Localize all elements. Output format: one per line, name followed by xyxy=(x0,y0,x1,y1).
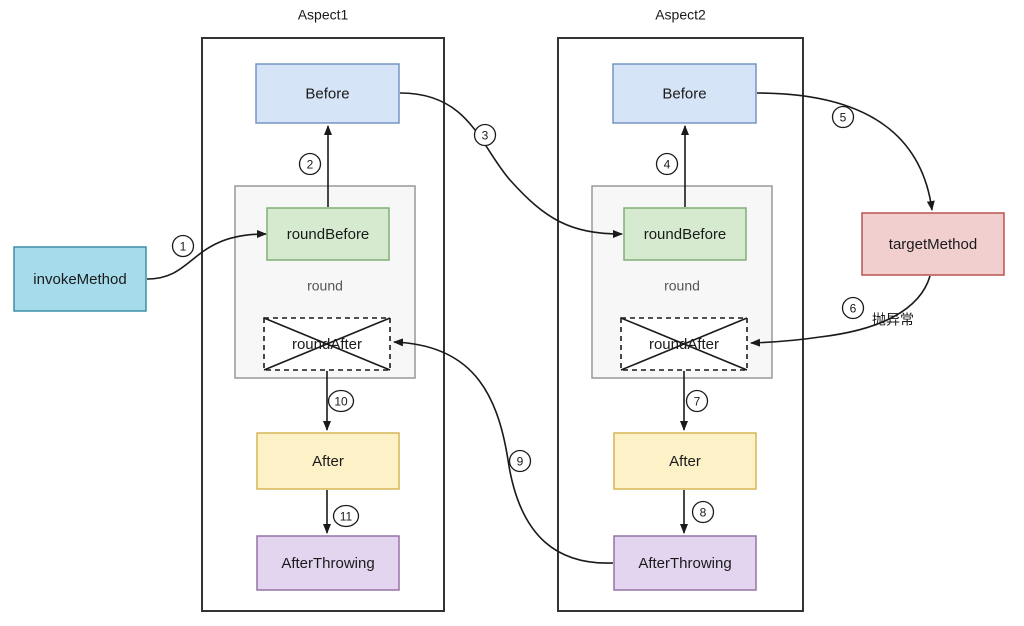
node-box xyxy=(13,246,147,312)
node-label: invokeMethod xyxy=(33,271,126,288)
node-roundAfter1[interactable]: roundAfter xyxy=(263,317,391,371)
step-marker-number: 2 xyxy=(307,158,314,172)
round-group-label: round xyxy=(664,278,700,294)
node-label: roundBefore xyxy=(287,226,370,243)
step-marker-circle xyxy=(691,500,715,524)
step-marker-e3: 3 xyxy=(473,123,497,147)
step-marker-number: 8 xyxy=(700,506,707,520)
step-marker-circle xyxy=(655,152,679,176)
node-box xyxy=(613,432,757,490)
flow-edge-e5 xyxy=(756,92,935,211)
node-box xyxy=(255,63,400,124)
step-marker-circle xyxy=(831,105,855,129)
step-marker-e1: 1 xyxy=(171,234,195,258)
node-box xyxy=(266,207,390,261)
step-marker-number: 7 xyxy=(694,395,701,409)
node-roundBefore2[interactable]: roundBefore xyxy=(623,207,747,261)
node-afterThrow1[interactable]: AfterThrowing xyxy=(256,535,400,591)
aspect-container-border xyxy=(201,37,445,612)
flow-edge-path xyxy=(399,92,623,238)
step-marker-circle xyxy=(473,123,497,147)
step-marker-circle xyxy=(332,504,360,528)
node-roundAfter2[interactable]: roundAfter xyxy=(620,317,748,371)
flow-edge-e1 xyxy=(146,230,267,280)
step-marker-circle xyxy=(508,449,532,473)
step-markers-layer: 1 2 3 4 5 6 7 8 9 10 11 xyxy=(171,105,865,528)
flow-edges-layer: 抛异常 xyxy=(146,92,935,564)
step-marker-e4: 4 xyxy=(655,152,679,176)
step-marker-number: 1 xyxy=(180,240,187,254)
aspect-container-border xyxy=(557,37,804,612)
step-marker-e6: 6 xyxy=(841,296,865,320)
step-marker-e10: 10 xyxy=(327,389,355,413)
node-box xyxy=(861,212,1005,276)
node-label: AfterThrowing xyxy=(638,555,731,572)
flow-edge-e6: 抛异常 xyxy=(750,275,931,347)
step-marker-e8: 8 xyxy=(691,500,715,524)
flow-edge-label: 抛异常 xyxy=(872,312,914,328)
node-box xyxy=(613,535,757,591)
step-marker-number: 11 xyxy=(340,510,353,524)
step-marker-e5: 5 xyxy=(831,105,855,129)
aspect-containers-layer: Aspect1 Aspect2 xyxy=(201,7,804,612)
flow-edge-path xyxy=(750,275,931,347)
aspect-container-title: Aspect1 xyxy=(298,7,349,23)
round-group-label: round xyxy=(307,278,343,294)
node-label: Before xyxy=(305,85,349,102)
flow-edge-e9 xyxy=(393,338,614,564)
step-marker-number: 5 xyxy=(840,111,847,125)
node-label: roundBefore xyxy=(644,226,727,243)
step-marker-number: 10 xyxy=(334,395,348,409)
node-label: After xyxy=(669,453,701,470)
aspect-container-aspect1: Aspect1 xyxy=(201,7,445,612)
flow-edge-e3 xyxy=(399,92,623,238)
node-box xyxy=(256,535,400,591)
step-marker-circle xyxy=(171,234,195,258)
step-marker-e7: 7 xyxy=(685,389,709,413)
node-invokeMethod[interactable]: invokeMethod xyxy=(13,246,147,312)
node-after2[interactable]: After xyxy=(613,432,757,490)
flow-edge-path xyxy=(393,338,614,564)
flow-edge-path xyxy=(756,92,935,211)
node-box xyxy=(256,432,400,490)
node-afterThrow2[interactable]: AfterThrowing xyxy=(613,535,757,591)
step-marker-circle xyxy=(327,389,355,413)
node-before1[interactable]: Before xyxy=(255,63,400,124)
node-label: targetMethod xyxy=(889,236,977,253)
step-marker-e2: 2 xyxy=(298,152,322,176)
node-label: roundAfter xyxy=(292,336,362,353)
step-marker-number: 9 xyxy=(517,455,524,469)
node-label: After xyxy=(312,453,344,470)
node-before2[interactable]: Before xyxy=(612,63,757,124)
step-marker-e11: 11 xyxy=(332,504,360,528)
node-label: roundAfter xyxy=(649,336,719,353)
step-marker-circle xyxy=(841,296,865,320)
flow-edge-path xyxy=(146,230,267,280)
step-marker-e9: 9 xyxy=(508,449,532,473)
node-cross-icon xyxy=(620,317,748,371)
step-marker-circle xyxy=(685,389,709,413)
step-marker-number: 3 xyxy=(482,129,489,143)
node-targetMethod[interactable]: targetMethod xyxy=(861,212,1005,276)
aspect-container-title: Aspect2 xyxy=(655,7,706,23)
node-label: Before xyxy=(662,85,706,102)
step-marker-circle xyxy=(298,152,322,176)
step-marker-number: 4 xyxy=(664,158,671,172)
aspect-container-aspect2: Aspect2 xyxy=(557,7,804,612)
node-cross-icon xyxy=(263,317,391,371)
node-roundBefore1[interactable]: roundBefore xyxy=(266,207,390,261)
node-label: AfterThrowing xyxy=(281,555,374,572)
advice-nodes-layer: invokeMethodBeforeroundBeforeroundAfterA… xyxy=(13,63,1005,591)
node-box xyxy=(623,207,747,261)
step-marker-number: 6 xyxy=(850,302,857,316)
node-box xyxy=(612,63,757,124)
node-after1[interactable]: After xyxy=(256,432,400,490)
